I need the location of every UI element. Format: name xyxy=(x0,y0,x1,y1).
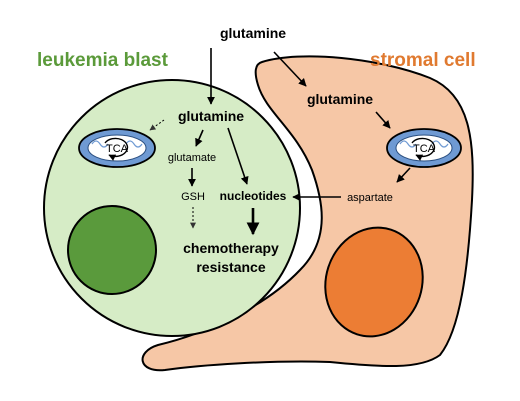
stromal-nucleus xyxy=(324,226,424,338)
tca-cycle-arrow-icon xyxy=(411,137,436,161)
stromal-cell-title: stromal cell xyxy=(370,50,476,71)
arrow-tca-to-aspartate xyxy=(396,167,411,183)
aspartate-label: aspartate xyxy=(347,192,393,204)
leukemia-blast-title: leukemia blast xyxy=(37,50,169,71)
glutamine-stromal: glutamine xyxy=(307,91,373,107)
glutamine-extracellular: glutamine xyxy=(220,25,286,41)
resistance-label: resistance xyxy=(196,259,265,275)
arrow-glutamine-to-glutamate xyxy=(195,129,204,147)
leukemia-nucleus xyxy=(67,205,157,295)
leukemia-blast-body xyxy=(43,79,301,337)
nucleotides-label: nucleotides xyxy=(220,189,287,203)
arrow-glutamine-to-nucleotides xyxy=(227,127,249,185)
tca-cycle-arrow-icon xyxy=(104,137,129,161)
arrow-glutamine-to-tca-blast xyxy=(149,119,165,131)
tca-label-stromal: TCA xyxy=(413,143,436,155)
glutamate-label: glutamate xyxy=(168,152,216,164)
pathway-arrows xyxy=(149,48,411,236)
tca-label-blast: TCA xyxy=(106,143,129,155)
arrow-glutamine-into-stromal xyxy=(273,51,307,87)
glutamine-blast: glutamine xyxy=(178,108,244,124)
gsh-label: GSH xyxy=(181,191,205,203)
arrow-glutamine-to-tca-stromal xyxy=(375,111,391,129)
chemotherapy-label: chemotherapy xyxy=(183,240,279,256)
mitochondrion-icon xyxy=(386,128,462,168)
mitochondrion-icon xyxy=(78,128,156,168)
